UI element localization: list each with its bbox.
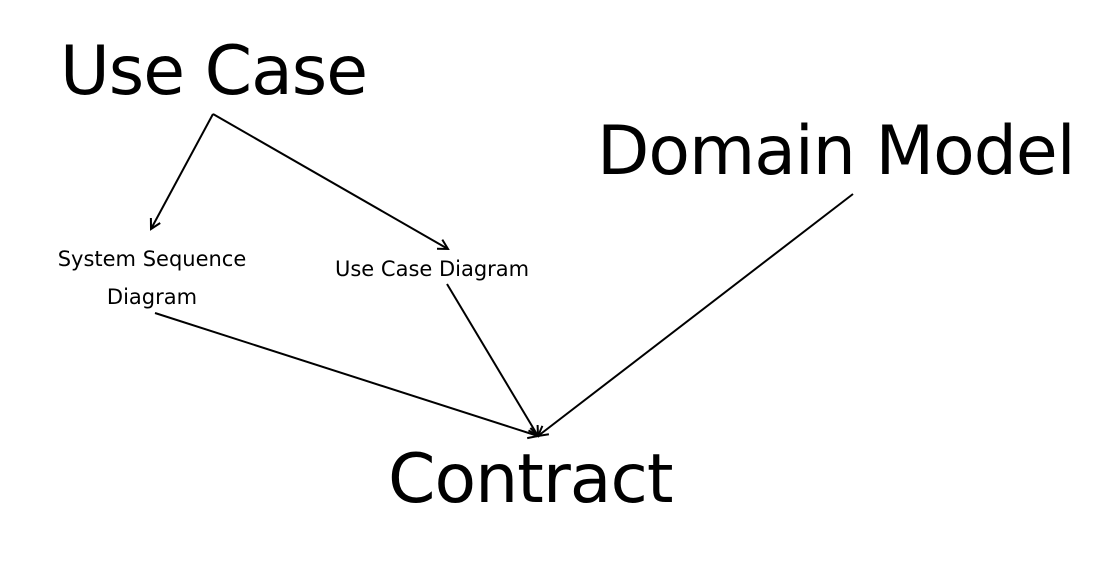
edge-line <box>150 113 214 230</box>
node-use-case-diagram: Use Case Diagram <box>335 257 530 281</box>
node-use-case: Use Case <box>60 32 368 111</box>
edge-use-case-to-use-case-diagram <box>212 113 450 251</box>
edge-use-case-to-system-sequence-diagram <box>149 113 214 231</box>
node-system-sequence-diagram-line-2: Diagram <box>106 285 198 309</box>
arrowhead-icon <box>149 217 161 231</box>
edge-use-case-diagram-to-contract <box>446 283 540 438</box>
edge-line <box>446 283 539 437</box>
arrowhead-icon <box>436 239 450 251</box>
node-system-sequence-diagram: System Sequence Diagram <box>38 240 266 316</box>
node-domain-model: Domain Model <box>597 112 1076 191</box>
edge-domain-model-to-contract <box>536 193 854 438</box>
edge-line <box>154 312 539 437</box>
edge-system-sequence-diagram-to-contract <box>154 312 540 440</box>
edge-line <box>537 193 854 437</box>
edge-line <box>212 113 449 250</box>
node-contract: Contract <box>388 440 674 519</box>
node-system-sequence-diagram-line-1: System Sequence <box>57 247 247 271</box>
arrowhead-icon <box>536 425 550 438</box>
